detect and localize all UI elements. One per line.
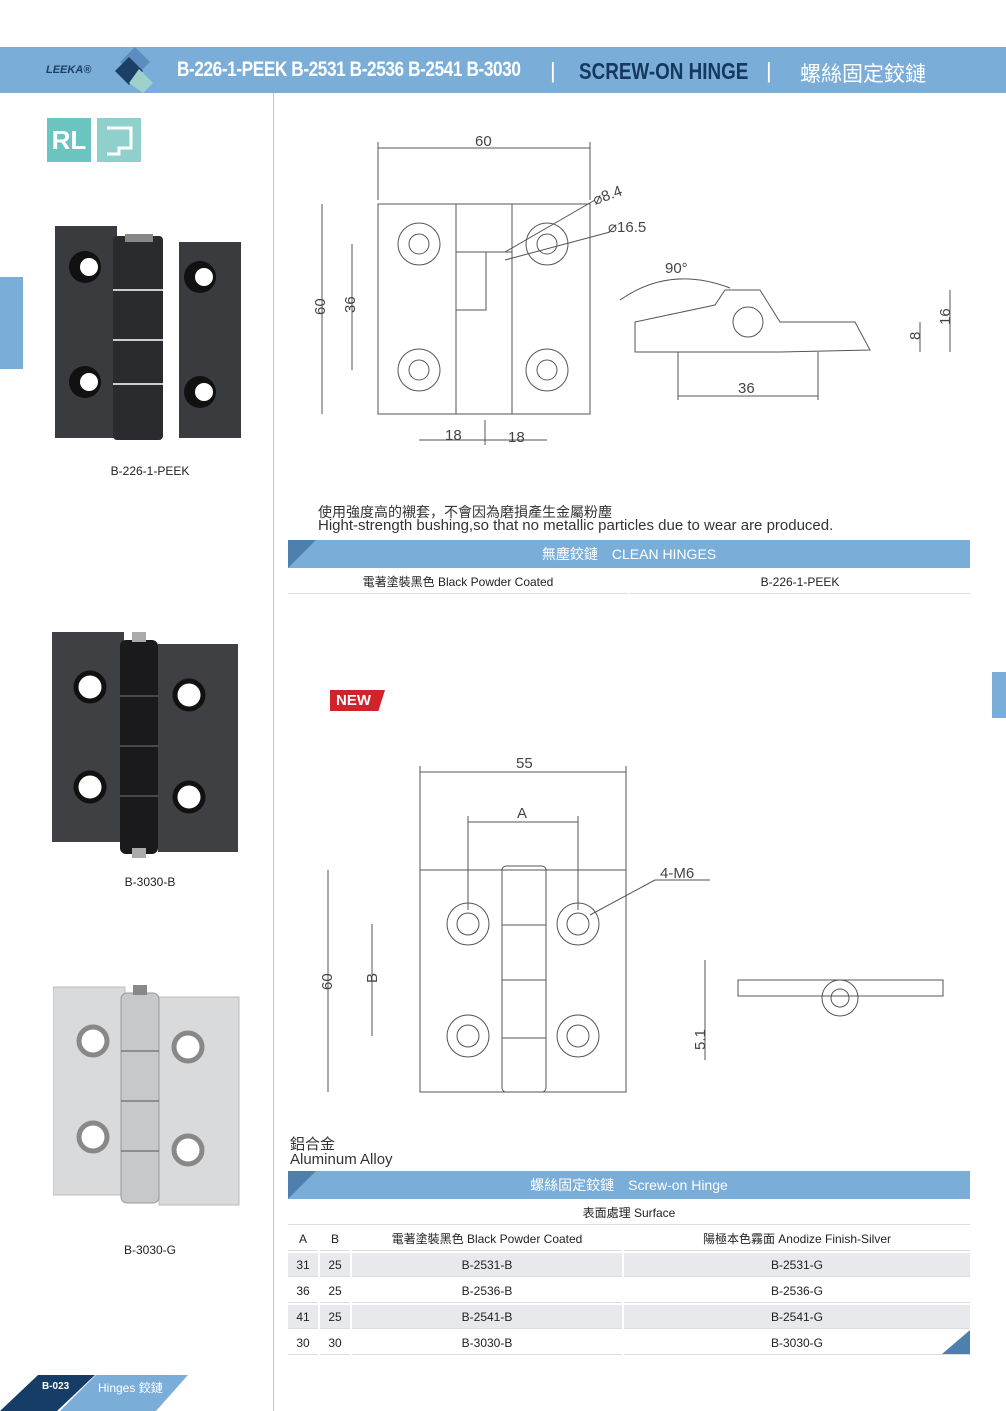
dim-dia-8-4: ⌀8.4 [591,183,625,209]
dim-a: A [517,805,527,822]
technical-drawing-1: 60 60 36 18 18 ⌀8.4 ⌀16.5 90° 36 8 16 [312,133,954,446]
col-header: 陽極本色霧面 Anodize Finish-Silver [624,1227,970,1251]
header-models: B-226-1-PEEK B-2531 B-2536 B-2541 B-3030 [177,58,521,81]
product-caption: B-3030-G [123,1243,177,1257]
product-photo-b-226-1-peek [55,226,241,440]
table-header-row: A B 電著塗裝黑色 Black Powder Coated 陽極本色霧面 An… [288,1227,970,1251]
mount-type-icon [97,118,141,162]
cell-a: 41 [288,1305,318,1329]
cell-a: 36 [288,1279,318,1303]
dim-height: 60 [312,298,329,315]
cell-b: 25 [320,1253,350,1277]
dim-18-right: 18 [508,429,525,446]
rl-badge: RL [47,118,91,162]
header-title-zh: 螺絲固定鉸鏈 [800,63,926,86]
header-separator: | [550,58,556,83]
cell-black: B-3030-B [352,1331,622,1355]
product-caption: B-3030-B [124,875,176,889]
col-header: 電著塗裝黑色 Black Powder Coated [352,1227,622,1251]
page-code: B-023 [42,1381,70,1392]
cell-silver: B-2541-G [624,1305,970,1329]
note1-zh: 使用強度高的襯套，不會因為磨損產生金屬粉塵 [318,504,612,520]
cell-a: 30 [288,1331,318,1355]
dim-side-36: 36 [738,380,755,397]
table1-title: 無塵鉸鏈 CLEAN HINGES [288,540,970,568]
dim-b: B [364,973,381,983]
table2: 表面處理 Surface A B 電著塗裝黑色 Black Powder Coa… [286,1199,972,1357]
cell-b: 25 [320,1305,350,1329]
cell-silver: B-2531-G [624,1253,970,1277]
table-row: 表面處理 Surface [288,1201,970,1225]
product-photo-b-3030-g [53,985,240,1206]
table-cell: B-226-1-PEEK [630,570,970,594]
brand-logo: LEEKA® [46,64,92,76]
column-divider [273,93,274,1411]
section-label: Hinges 鉸鏈 [98,1381,163,1395]
cell-silver: B-2536-G [624,1279,970,1303]
dim-18-left: 18 [445,427,462,444]
dim-dia-16-5: ⌀16.5 [608,219,646,236]
header-band [0,47,1006,93]
cell-b: 25 [320,1279,350,1303]
dim-height: 60 [319,973,336,990]
note1-en: Hight-strength bushing,so that no metall… [318,517,834,534]
dim-hole-spacing: 36 [342,296,359,313]
col-header: A [288,1227,318,1251]
col-header: B [320,1227,350,1251]
dim-angle: 90° [665,260,688,277]
cell-a: 31 [288,1253,318,1277]
dim-thickness: 5.1 [692,1029,709,1050]
header-title-en: SCREW-ON HINGE [579,58,749,84]
new-badge: NEW [330,690,385,711]
cell-black: B-2541-B [352,1305,622,1329]
side-tab-left [0,277,23,369]
technical-drawing-2: 55 A 4-M6 60 B 5.1 [319,755,944,1093]
note2-zh: 鋁合金 [290,1136,336,1153]
table-corner-accent [942,1330,970,1354]
dim-screw: 4-M6 [660,865,694,882]
surface-header: 表面處理 Surface [288,1201,970,1225]
table2-title: 螺絲固定鉸鏈 Screw-on Hinge [288,1171,970,1199]
dim-thickness-8: 8 [907,332,924,340]
dim-width: 55 [516,755,533,772]
product-photo-b-3030-b [52,632,238,858]
cell-b: 30 [320,1331,350,1355]
cell-black: B-2531-B [352,1253,622,1277]
side-tab-right [992,672,1006,718]
product-caption: B-226-1-PEEK [110,464,190,478]
note2-en: Aluminum Alloy [290,1151,393,1168]
cell-silver: B-3030-G [624,1331,970,1355]
table-cell: 電著塗裝黑色 Black Powder Coated [288,570,628,594]
brand-diamond-icon [115,47,153,93]
header-separator: | [766,58,772,83]
dim-width: 60 [475,133,492,150]
dim-height-16: 16 [937,308,954,325]
cell-black: B-2536-B [352,1279,622,1303]
